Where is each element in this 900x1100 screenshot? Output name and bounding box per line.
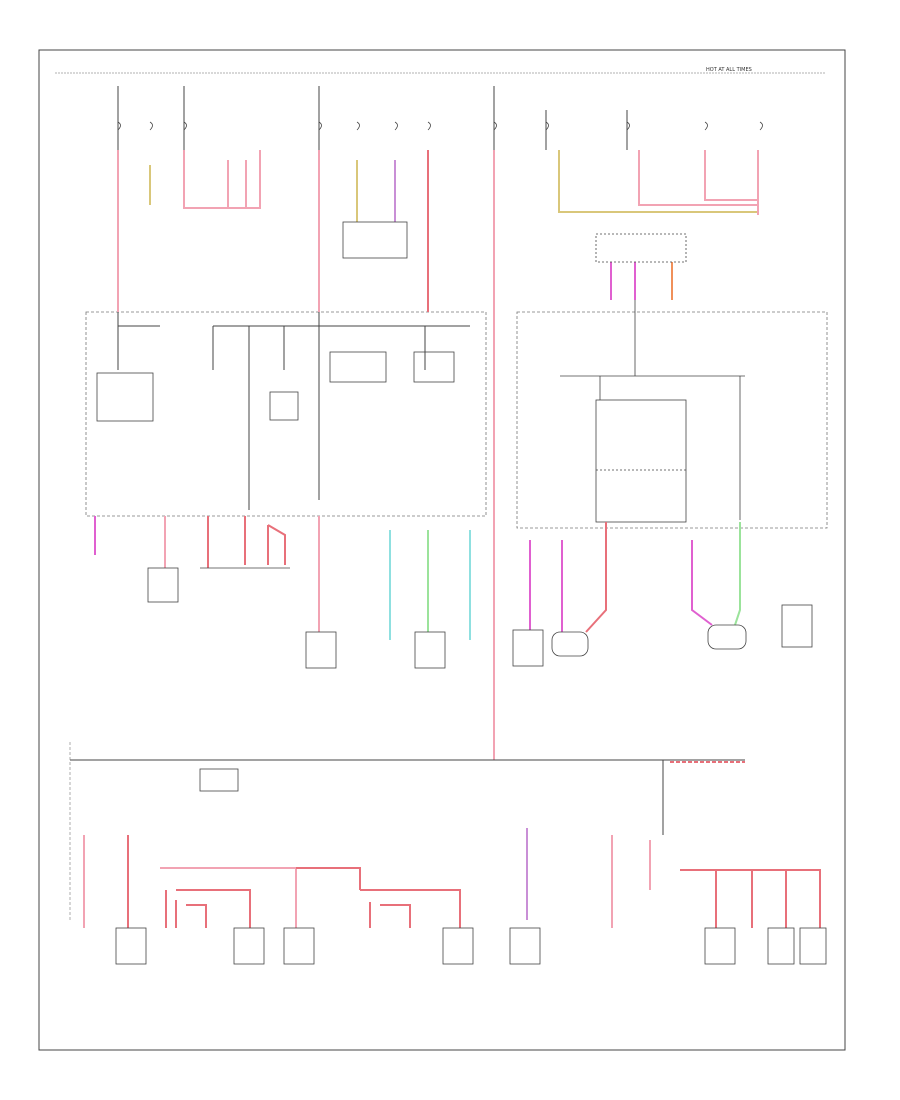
right-loads [512,604,813,667]
left-loads [147,567,446,669]
left-box-relays [96,351,455,422]
right-fuse-junction-box [516,311,828,529]
top-bus-label: HOT AT ALL TIMES [706,67,752,73]
top-components [342,221,687,263]
top-fuses [117,121,763,131]
lower-loads [115,768,827,965]
fuse-feed-lines [117,86,628,150]
lower-bus [69,742,745,920]
left-box-output-wires [94,516,471,640]
top-wires [117,150,759,760]
lower-wires [83,828,821,928]
diagram-frame [38,49,846,1051]
left-fuse-junction-box [85,311,487,517]
right-box-output-wires [529,522,741,633]
left-box-bus [117,312,470,510]
right-box-internals [560,300,745,523]
